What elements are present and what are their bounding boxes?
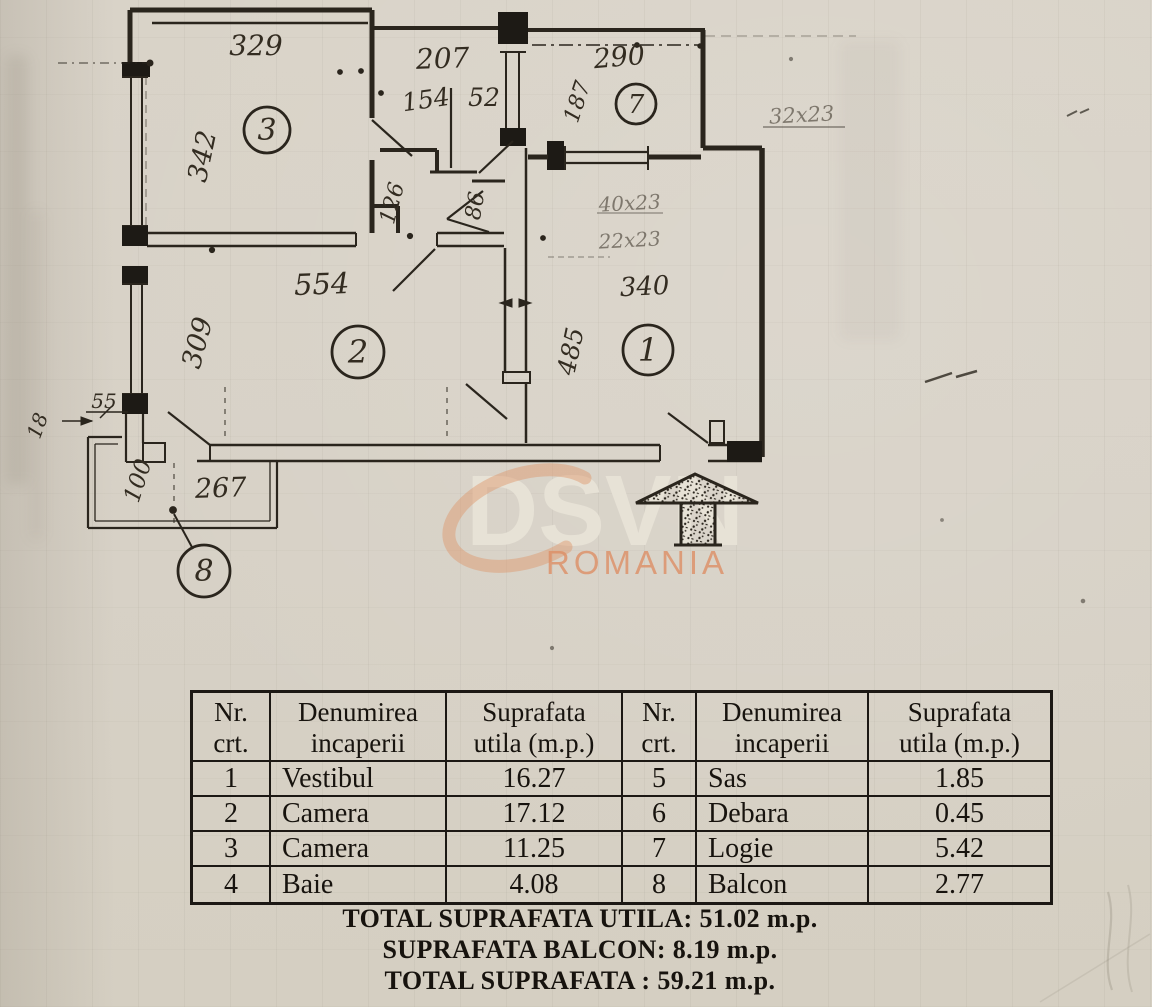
- row-name: Camera: [271, 797, 447, 832]
- door-swing: [446, 190, 490, 234]
- total-suprafata: TOTAL SUPRAFATA : 59.21 m.p.: [384, 966, 776, 995]
- row-nr: 6: [623, 797, 697, 832]
- header-line: utila (m.p.): [473, 727, 595, 758]
- dimension-labels: 329 342 207 154 52 290 187 554 309 340 4…: [22, 29, 670, 506]
- header-nr-right: Nr. crt.: [623, 693, 697, 762]
- walls-group: [86, 7, 856, 530]
- header-line: utila (m.p.): [899, 727, 1020, 758]
- photo-artifacts: [549, 56, 1151, 1003]
- header-line: incaperii: [734, 727, 830, 758]
- dim-329: 329: [229, 29, 282, 62]
- total-suprafata-utila: TOTAL SUPRAFATA UTILA: 51.02 m.p.: [342, 904, 818, 933]
- row-nr: 2: [193, 797, 271, 832]
- room-1-circle: [621, 323, 675, 377]
- dim-18: 18: [22, 410, 53, 442]
- door-swing: [478, 140, 514, 174]
- row-area: 2.77: [935, 868, 984, 900]
- header-line: Suprafata: [482, 696, 586, 727]
- row-name: Baie: [271, 867, 447, 902]
- room-3-circle: [242, 105, 292, 155]
- row-area: 4.08: [447, 867, 623, 902]
- room-8-circle: [176, 543, 232, 599]
- door-swing: [667, 412, 709, 444]
- header-area-right: Suprafata utila (m.p.): [869, 693, 1050, 762]
- row-nr: 3: [193, 832, 271, 867]
- totals-block: TOTAL SUPRAFATA UTILA: 51.02 m.p. SUPRAF…: [0, 903, 1152, 996]
- door-swing: [392, 248, 436, 292]
- row-area: 17.12: [447, 797, 623, 832]
- dim-485: 485: [551, 325, 589, 379]
- row-area: 1.85: [869, 762, 1050, 797]
- room-2-circle: [330, 324, 386, 380]
- dim-340: 340: [619, 271, 670, 304]
- header-area-left: Suprafata utila (m.p.): [447, 693, 623, 762]
- dim-267: 267: [193, 472, 247, 505]
- header-line: Denumirea: [298, 696, 418, 727]
- dim-86: 86: [461, 190, 490, 222]
- room-1-number: 1: [638, 331, 658, 369]
- dim-342: 342: [182, 128, 223, 185]
- room-8-number: 8: [194, 554, 213, 589]
- row-nr: 5: [623, 762, 697, 797]
- header-line: Nr.: [214, 696, 248, 727]
- row-name: Camera: [271, 832, 447, 867]
- header-line: incaperii: [310, 727, 406, 758]
- entrance-arrow-icon: [635, 472, 759, 547]
- door-swings-group: [167, 119, 709, 446]
- dim-207: 207: [414, 41, 470, 76]
- row-name: Vestibul: [271, 762, 447, 797]
- row-name: Debara: [697, 797, 869, 832]
- row-name: Sas: [697, 762, 869, 797]
- header-line: crt.: [641, 727, 677, 758]
- room-7-circle: [614, 82, 658, 126]
- row-nr: 1: [193, 762, 271, 797]
- note-22x23: 22x23: [597, 226, 661, 253]
- room-number-labels: 3 7 2 1 8: [194, 90, 658, 589]
- note-40x23: 40x23: [597, 189, 661, 216]
- door-swing: [167, 411, 211, 446]
- row-area: 11.25: [447, 832, 623, 867]
- door-swing: [371, 119, 413, 157]
- dimension-lines-group: [58, 42, 845, 550]
- dim-187: 187: [559, 78, 596, 126]
- dim-290: 290: [591, 40, 646, 75]
- dim-52: 52: [468, 83, 500, 112]
- header-line: crt.: [213, 727, 249, 758]
- row-area: 0.45: [869, 797, 1050, 832]
- room-3-number: 3: [257, 113, 276, 148]
- header-nr-left: Nr. crt.: [193, 693, 271, 762]
- handwritten-notes: 32x23 40x23 22x23: [597, 101, 835, 253]
- row-nr: 7: [623, 832, 697, 867]
- header-name-left: Denumirea incaperii: [271, 693, 447, 762]
- row-nr: 8: [623, 867, 697, 902]
- room-2-number: 2: [347, 333, 368, 371]
- dim-100: 100: [119, 456, 157, 506]
- note-32x23: 32x23: [768, 101, 834, 128]
- suprafata-balcon: SUPRAFATA BALCON: 8.19 m.p.: [382, 935, 778, 964]
- header-line: Denumirea: [722, 696, 842, 727]
- row-nr: 4: [193, 867, 271, 902]
- watermark-country: ROMANIA: [546, 544, 728, 581]
- room-areas-table: Nr. crt. Denumirea incaperii Suprafata u…: [190, 690, 1053, 905]
- dim-126: 126: [375, 180, 410, 227]
- row-area: 5.42: [869, 832, 1050, 867]
- row-name: Logie: [697, 832, 869, 867]
- room-number-circles: [176, 82, 675, 599]
- row-name: Balcon: [697, 867, 869, 902]
- dim-154: 154: [400, 82, 451, 117]
- row-area: 16.27: [447, 762, 623, 797]
- dim-309: 309: [176, 314, 219, 372]
- header-line: Suprafata: [907, 696, 1012, 727]
- header-line: Nr.: [642, 696, 676, 727]
- header-name-right: Denumirea incaperii: [697, 693, 869, 762]
- room-7-number: 7: [628, 90, 645, 120]
- door-swing: [465, 383, 508, 420]
- dim-554: 554: [293, 266, 350, 302]
- dim-55: 55: [91, 389, 116, 413]
- watermark-swoosh-icon: [442, 463, 592, 573]
